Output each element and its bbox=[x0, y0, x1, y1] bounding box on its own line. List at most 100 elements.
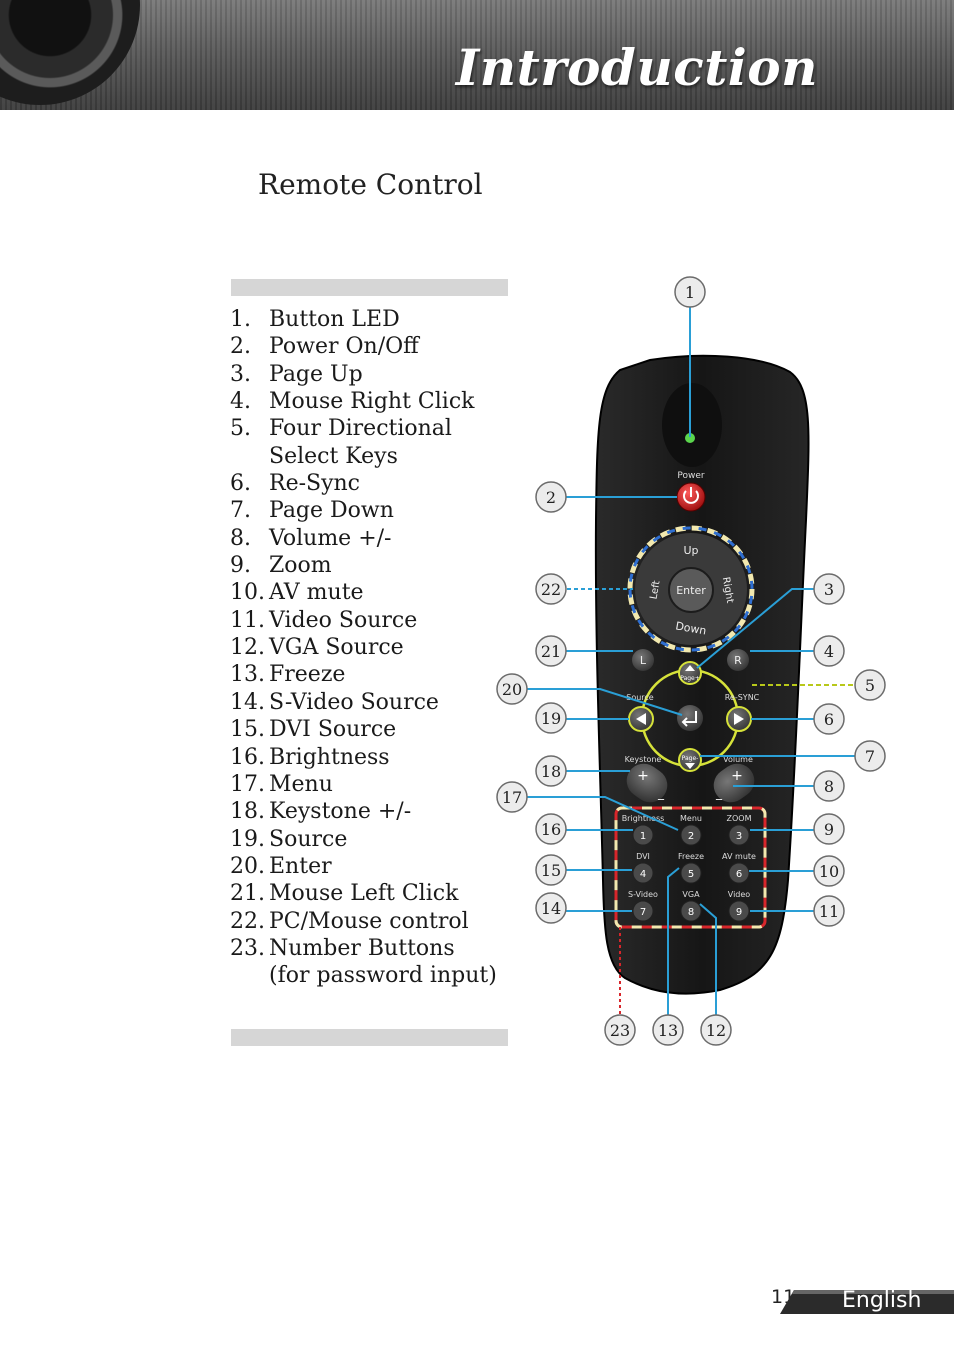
callout-circle bbox=[854, 740, 886, 772]
list-item-text: Volume +/- bbox=[269, 525, 392, 551]
callout-number: 17 bbox=[502, 788, 522, 807]
list-item-number: 23. bbox=[230, 935, 265, 961]
callout-number: 22 bbox=[541, 580, 561, 599]
list-item-text: Source bbox=[269, 826, 348, 852]
list-item-text: DVI Source bbox=[269, 717, 397, 743]
keypad-number: 5 bbox=[688, 869, 694, 880]
divider-bottom bbox=[231, 1029, 508, 1046]
list-item-number: 18. bbox=[230, 799, 265, 825]
callout-circle bbox=[604, 1014, 636, 1046]
keypad-number: 1 bbox=[640, 831, 646, 842]
list-item-number: 2. bbox=[230, 334, 251, 360]
list-item-number: 12. bbox=[230, 635, 265, 661]
keypad-number: 9 bbox=[736, 907, 742, 918]
power-icon bbox=[683, 490, 699, 504]
list-item-number: 13. bbox=[230, 662, 265, 688]
callout-circle bbox=[535, 635, 567, 667]
dpad-down-label: Down bbox=[674, 619, 707, 637]
keypad-button bbox=[728, 824, 750, 846]
callout-circle bbox=[700, 1014, 732, 1046]
list-item: 5.Four Directional bbox=[230, 415, 530, 442]
mouse-left-label: L bbox=[640, 654, 647, 667]
keypad-button bbox=[632, 862, 654, 884]
volume-label: Volume bbox=[723, 755, 753, 764]
list-item: 22.PC/Mouse control bbox=[230, 908, 530, 935]
list-item-number: 17. bbox=[230, 771, 265, 797]
keypad-button bbox=[728, 862, 750, 884]
left-arrow-icon bbox=[636, 713, 646, 725]
list-item: 14.S-Video Source bbox=[230, 689, 530, 716]
list-item: 13.Freeze bbox=[230, 661, 530, 688]
callout-circle bbox=[854, 669, 886, 701]
callout-number: 12 bbox=[706, 1021, 726, 1040]
dpad-enter-label: Enter bbox=[676, 584, 706, 597]
mouse-left-button bbox=[632, 649, 654, 671]
keypad-label: Freeze bbox=[678, 852, 704, 861]
keypad-label: Brightness bbox=[622, 814, 665, 823]
list-item-number: 22. bbox=[230, 908, 265, 934]
callout-number: 23 bbox=[610, 1021, 630, 1040]
list-item: 17.Menu bbox=[230, 771, 530, 798]
callout-circle bbox=[535, 854, 567, 886]
keystone-rocker bbox=[626, 763, 668, 803]
list-item: 9.Zoom bbox=[230, 552, 530, 579]
remote-control-diagram: Power Enter Up Down Left Right L R Page+… bbox=[496, 276, 886, 1046]
list-item-text: Zoom bbox=[269, 553, 332, 579]
callout-number: 15 bbox=[541, 861, 561, 880]
list-item-text: VGA Source bbox=[269, 635, 404, 661]
keypad-number: 4 bbox=[640, 869, 646, 880]
page-up-label: Page+ bbox=[680, 675, 700, 682]
list-item-text: Keystone +/- bbox=[269, 799, 412, 825]
list-item: 10.AV mute bbox=[230, 579, 530, 606]
svg-text:+: + bbox=[731, 768, 743, 784]
list-item: Select Keys bbox=[230, 443, 530, 470]
keypad-label: DVI bbox=[636, 852, 650, 861]
keystone-label: Keystone bbox=[625, 755, 662, 764]
list-item: 18.Keystone +/- bbox=[230, 798, 530, 825]
list-item-text: Brightness bbox=[269, 744, 390, 770]
list-item: 2. Power On/Off bbox=[230, 333, 530, 360]
callout-circle bbox=[674, 276, 706, 308]
callout-number: 3 bbox=[824, 580, 834, 599]
callout-number: 6 bbox=[824, 710, 834, 729]
callout-circle bbox=[535, 702, 567, 734]
dpad-left-label: Left bbox=[648, 580, 662, 601]
header-band: Introduction bbox=[0, 0, 954, 110]
keypad-label: ZOOM bbox=[727, 814, 752, 823]
list-item-number: 21. bbox=[230, 881, 265, 907]
list-item-text: S-Video Source bbox=[269, 689, 439, 715]
callout-circle bbox=[813, 813, 845, 845]
callout-number: 1 bbox=[685, 283, 695, 302]
keypad-button bbox=[728, 900, 750, 922]
callout-circle bbox=[535, 892, 567, 924]
keypad-button bbox=[632, 824, 654, 846]
callout-number: 16 bbox=[541, 820, 561, 839]
callout-number: 9 bbox=[824, 820, 834, 839]
keypad-number: 7 bbox=[640, 907, 646, 918]
list-item: (for password input) bbox=[230, 962, 530, 989]
mouse-right-label: R bbox=[734, 654, 742, 667]
list-item-number: 5. bbox=[230, 416, 251, 442]
keypad-label: VGA bbox=[682, 890, 700, 899]
keypad-label: Menu bbox=[680, 814, 702, 823]
keypad-number: 8 bbox=[688, 907, 694, 918]
callout-circle bbox=[652, 1014, 684, 1046]
callout-number: 13 bbox=[658, 1021, 678, 1040]
list-item-text: Select Keys bbox=[269, 443, 398, 469]
list-item-text: Power On/Off bbox=[269, 334, 419, 360]
footer-language: English bbox=[842, 1288, 922, 1313]
section-title: Remote Control bbox=[258, 168, 483, 201]
svg-text:_: _ bbox=[657, 786, 665, 800]
list-item-number: 19. bbox=[230, 826, 265, 852]
list-item-text: AV mute bbox=[269, 580, 364, 606]
list-item-number: 20. bbox=[230, 853, 265, 879]
list-item-text: PC/Mouse control bbox=[269, 908, 469, 934]
svg-text:_: _ bbox=[715, 786, 723, 800]
dpad-right-label: Right bbox=[720, 576, 735, 604]
dpad-up-label: Up bbox=[683, 544, 698, 557]
list-item: 21.Mouse Left Click bbox=[230, 880, 530, 907]
list-item-text: Menu bbox=[269, 771, 333, 797]
callout-circle bbox=[535, 755, 567, 787]
list-item-text: Mouse Right Click bbox=[269, 389, 475, 415]
button-led-icon bbox=[685, 433, 695, 443]
